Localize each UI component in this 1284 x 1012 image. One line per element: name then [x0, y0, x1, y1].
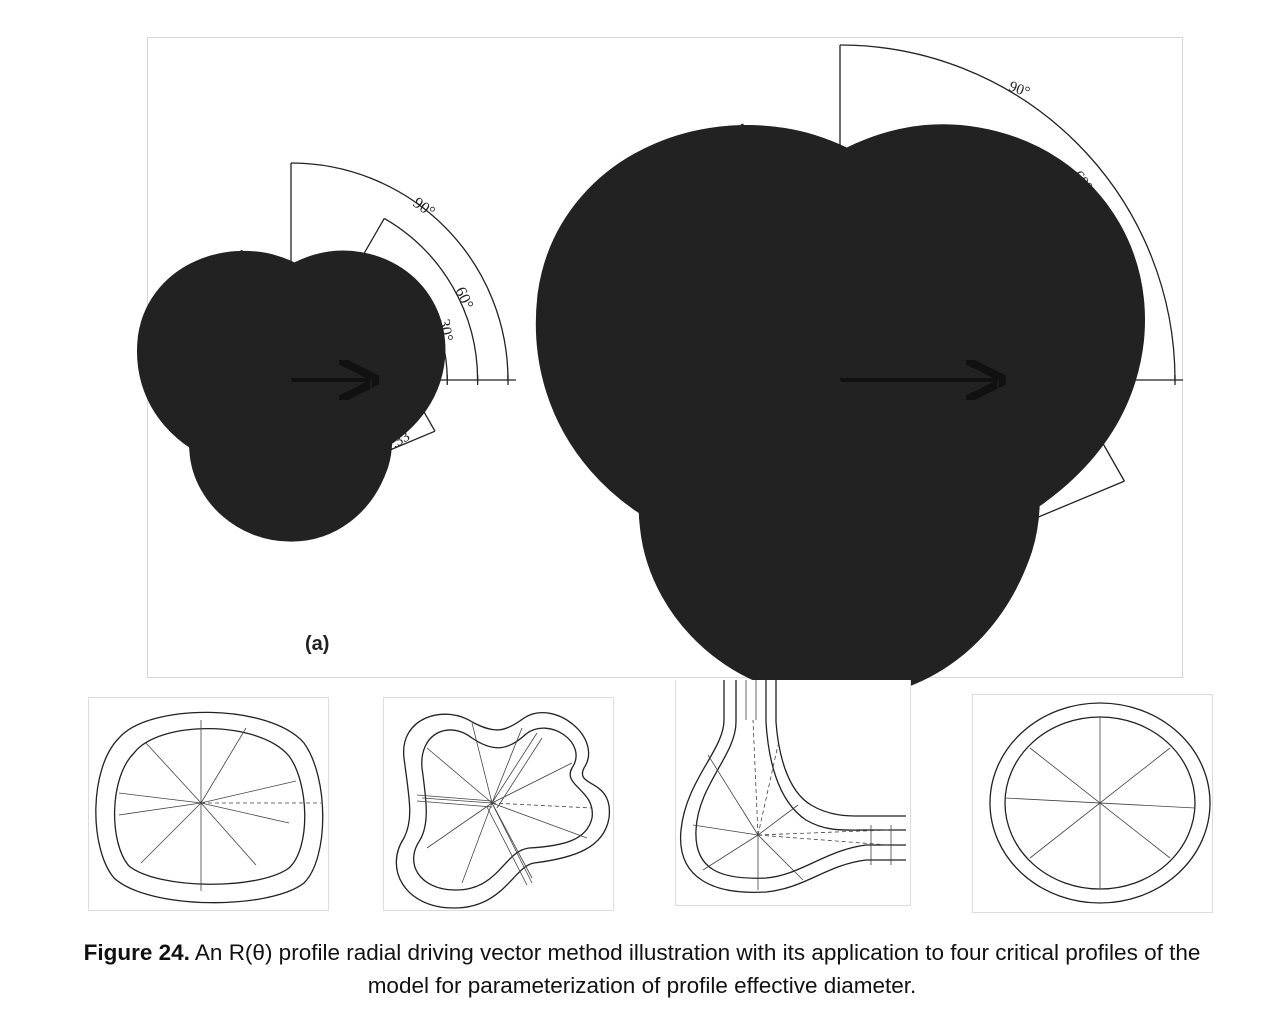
thumbnail-profile-3 — [675, 680, 911, 906]
angle-label-30: 30° — [1116, 295, 1135, 318]
angle-arc-dimension — [425, 301, 448, 381]
radial-line — [290, 379, 332, 450]
radial-line — [654, 308, 841, 381]
radius-extension-line — [240, 249, 324, 317]
radius-extension-line — [382, 339, 436, 432]
radius-extension-line — [741, 123, 904, 255]
panel-b-diagram — [606, 44, 1183, 613]
radial-line — [839, 265, 999, 381]
radius-extension-line — [314, 423, 344, 470]
radial-line — [748, 379, 841, 436]
dim-horizontal-label: 1 — [326, 480, 334, 496]
caption-label: Figure 24. — [83, 940, 190, 965]
three-lobe-profile-drawing — [395, 712, 610, 909]
figure-caption: Figure 24. An R(θ) profile radial drivin… — [60, 936, 1224, 1002]
radial-line — [839, 379, 920, 517]
rounded-profile-drawing — [95, 711, 324, 904]
angle-arc-dimension — [290, 162, 509, 381]
panel-b-label: (b) — [848, 633, 874, 655]
branch-profile-drawing — [680, 680, 906, 894]
radius-dimension-line — [646, 123, 743, 275]
thumbnail-profile-1 — [88, 697, 329, 911]
dim-horizontal-label: 2 — [915, 586, 923, 602]
radial-line — [776, 247, 841, 381]
radial-vector-diagram: (a) (b) 90° 60° 30° 0.67 1 1.33 1 90° 60… — [0, 44, 1183, 930]
angle-arc-dimension — [839, 44, 1176, 381]
radial-line — [839, 379, 932, 436]
angle-ray — [290, 218, 385, 381]
radius-extension-line — [886, 466, 944, 558]
radial-line — [290, 321, 372, 381]
dim-height-label: 1.34 — [596, 323, 612, 350]
radial-line — [248, 379, 292, 450]
panel-a-label: (a) — [305, 633, 329, 655]
angle-arc-dimension — [383, 217, 479, 381]
circular-profile-drawing — [989, 702, 1211, 904]
radial-line — [839, 253, 896, 381]
caption-text: An R(θ) profile radial driving vector me… — [189, 940, 1201, 998]
radial-line — [290, 315, 320, 381]
panel-a-diagram — [170, 162, 516, 500]
radius-dimension-line — [192, 250, 242, 327]
thumbnail-profile-4 — [972, 694, 1213, 913]
radius-dimension-line — [342, 430, 436, 471]
radius-extension-line — [1021, 300, 1125, 482]
angle-arc-dimension — [983, 129, 1129, 381]
angle-arc-dimension — [1048, 259, 1082, 381]
radial-line — [839, 347, 1022, 381]
angle-label-30: 30° — [435, 318, 456, 343]
radial-line — [290, 379, 338, 409]
angle-ray — [839, 258, 1050, 381]
angle-label-60: 60° — [451, 285, 476, 312]
radial-line — [210, 315, 292, 381]
angle-ray — [290, 301, 427, 381]
thumbnail-profile-2 — [383, 697, 614, 911]
dim-height-label: 0.67 — [165, 344, 182, 372]
radial-line — [757, 379, 841, 517]
angle-ray — [839, 130, 985, 381]
radial-line — [197, 343, 292, 381]
radial-line — [244, 379, 292, 409]
radial-line — [681, 253, 841, 381]
radial-line — [258, 312, 292, 381]
angle-label-90: 90° — [1007, 79, 1032, 101]
radius-dimension-line — [942, 480, 1125, 558]
